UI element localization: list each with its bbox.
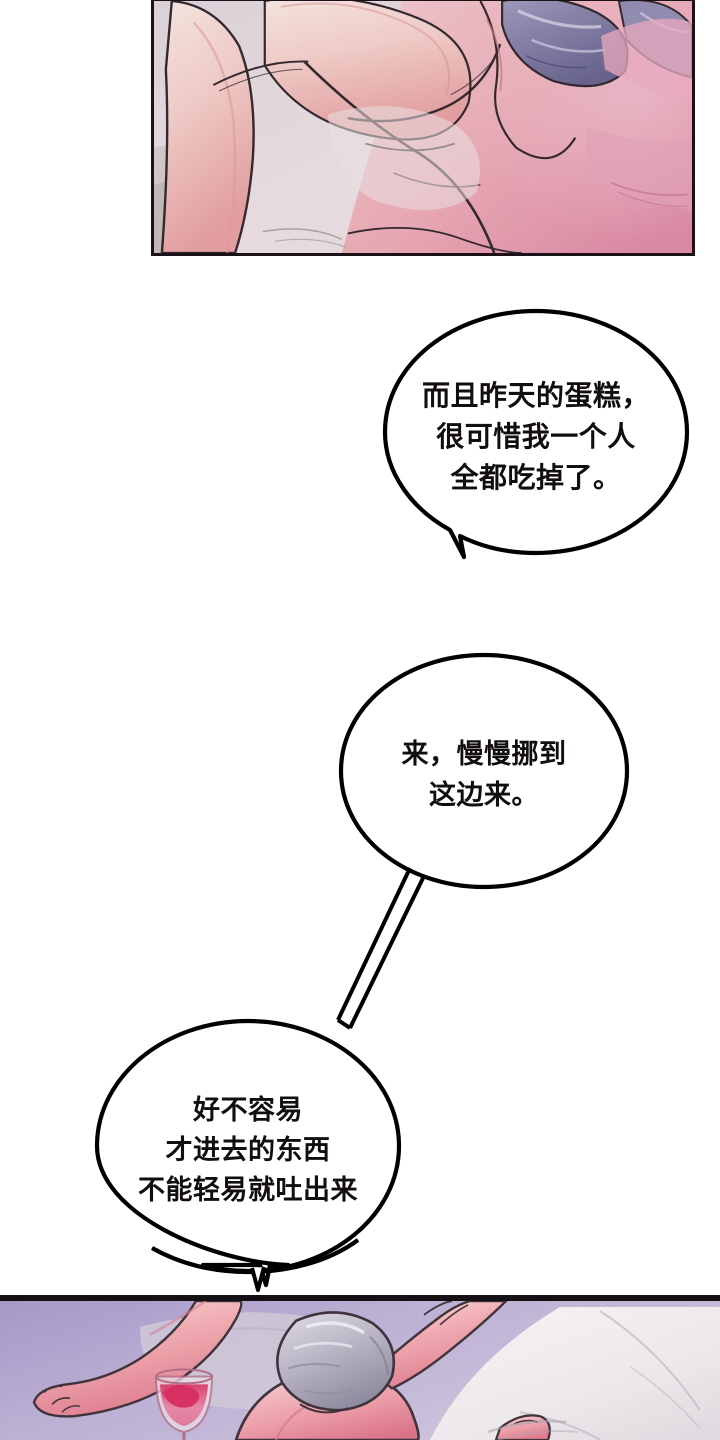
panel-bottom — [0, 1295, 720, 1440]
panel-top-artwork — [154, 1, 692, 253]
speech-bubble-3-shape — [94, 1018, 402, 1292]
panel-bottom-artwork — [0, 1301, 720, 1440]
speech-bubble-1: 而且昨天的蛋糕， 很可惜我一个人 全都吃掉了。 — [380, 306, 692, 566]
bubble-tail-connector — [336, 867, 426, 1030]
wine-glass-shape — [154, 1368, 214, 1440]
speech-bubble-3: 好不容易 才进去的东西 不能轻易就吐出来 — [92, 1016, 404, 1292]
panel-top — [151, 0, 695, 256]
speech-bubble-2-shape — [338, 652, 630, 890]
speech-bubble-1-shape — [382, 308, 690, 560]
